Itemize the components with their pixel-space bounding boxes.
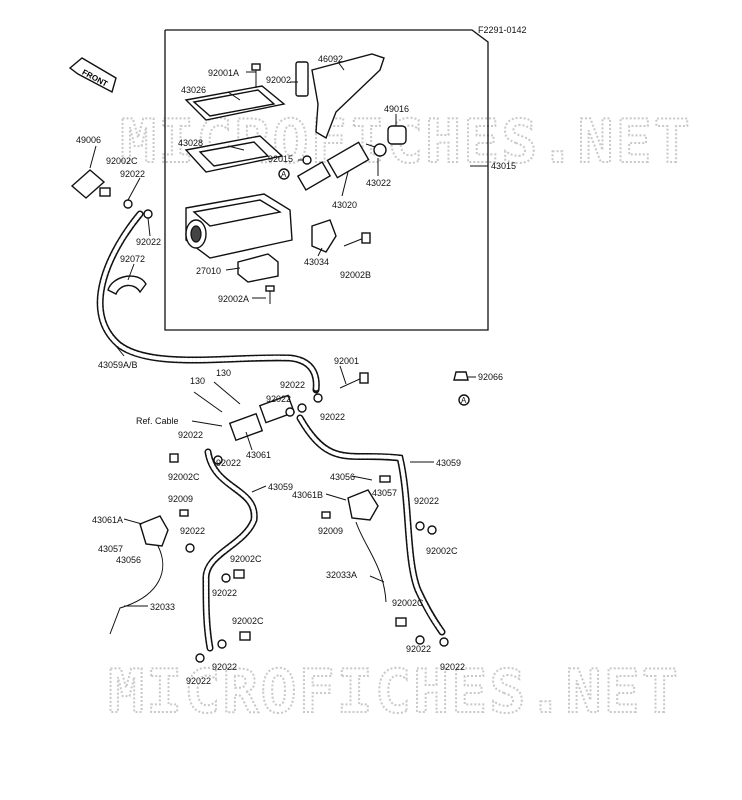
label-92022-mid-1: 92022 [280, 380, 305, 390]
label-43061a: 43061A [92, 515, 123, 525]
label-92022-left-4: 92022 [212, 588, 237, 598]
washer-part [123, 199, 133, 209]
brake-line-32033a-part [355, 521, 387, 603]
label-92022-left-6: 92022 [186, 676, 211, 686]
reservoir-cap-part [184, 85, 286, 121]
bolt-92001-part [339, 372, 369, 389]
label-92009-right: 92009 [318, 526, 343, 536]
label-43034: 43034 [304, 257, 329, 267]
label-49016: 49016 [384, 104, 409, 114]
label-43061: 43061 [246, 450, 271, 460]
label-92015: 92015 [268, 154, 293, 164]
label-92002c-mid: 92002C [168, 472, 200, 482]
left-brake-hose [202, 448, 258, 652]
hose-bracket-43061b-part [347, 489, 379, 521]
main-brake-hose [96, 210, 320, 394]
label-92002b: 92002B [340, 270, 371, 280]
label-ref-cable: Ref. Cable [136, 416, 179, 426]
screw-92001a-part [251, 63, 261, 88]
hose-joint-43061-part [228, 394, 296, 442]
master-cylinder-group-frame [164, 29, 489, 331]
banjo-cover-49006-part [70, 169, 106, 199]
svg-text:A: A [281, 170, 287, 179]
label-92022-left-3: 92022 [180, 526, 205, 536]
label-49006: 49006 [76, 135, 101, 145]
bolt-130-part [193, 381, 241, 413]
label-43059-right: 43059 [436, 458, 461, 468]
bolt-92002b-part [343, 232, 371, 247]
label-130-a: 130 [190, 376, 205, 386]
brake-switch-part [237, 253, 279, 283]
label-92022-mid-2: 92022 [266, 394, 291, 404]
label-92022-left-1: 92022 [120, 169, 145, 179]
brake-line-32033-part [109, 545, 164, 635]
diaphragm-part [184, 135, 284, 173]
label-92072: 92072 [120, 254, 145, 264]
label-32033: 32033 [150, 602, 175, 612]
label-43057-right: 43057 [372, 488, 397, 498]
ref-marker-a-bottom: A [458, 394, 470, 406]
label-92001: 92001 [334, 356, 359, 366]
watermark-bottom: MICROFICHES.NET [108, 657, 680, 727]
part-labels: 92001A 46092 43026 92002 49016 43028 920… [76, 54, 516, 686]
piston-assembly-part [296, 141, 385, 191]
circlip-part [373, 143, 387, 157]
label-92002c-right-1: 92002C [426, 546, 458, 556]
label-43061b: 43061B [292, 490, 323, 500]
label-43056-left: 43056 [116, 555, 141, 565]
label-92002a: 92002A [218, 294, 249, 304]
label-46092: 46092 [318, 54, 343, 64]
label-92022-left-5: 92022 [212, 662, 237, 672]
label-92002c-left: 92002C [106, 156, 138, 166]
label-43026: 43026 [181, 85, 206, 95]
label-92022-right-3: 92022 [440, 662, 465, 672]
label-92022-right-2: 92022 [406, 644, 431, 654]
boot-49016-part [387, 125, 407, 145]
washer-part [143, 209, 153, 219]
hose-bracket-43061a-part [139, 515, 169, 547]
label-43057-left: 43057 [98, 544, 123, 554]
washer-part [285, 393, 323, 417]
label-92001a: 92001A [208, 68, 239, 78]
label-130-b: 130 [216, 368, 231, 378]
label-43020: 43020 [332, 200, 357, 210]
label-43015: 43015 [491, 161, 516, 171]
ref-marker-a-top: A [278, 168, 290, 180]
label-92022-mid-3: 92022 [320, 412, 345, 422]
clamp-43034-part [311, 219, 337, 253]
label-32033a: 32033A [326, 570, 357, 580]
screw-92002a-part [265, 285, 275, 304]
brake-lever-part [311, 53, 385, 140]
label-27010: 27010 [196, 266, 221, 276]
label-43059ab: 43059A/B [98, 360, 138, 370]
label-92002c-right-2: 92002C [392, 598, 424, 608]
label-43056-right: 43056 [330, 472, 355, 482]
figure-code: F2291-0142 [478, 25, 527, 35]
label-43022: 43022 [366, 178, 391, 188]
label-92002c-left-3: 92002C [232, 616, 264, 626]
small-fasteners [169, 453, 449, 663]
label-92022-right-1: 92022 [414, 496, 439, 506]
label-92022-left-2: 92022 [136, 237, 161, 247]
label-92009-left: 92009 [168, 494, 193, 504]
front-arrow-icon: FRONT [68, 57, 117, 94]
hose-clamp-part [107, 275, 147, 295]
label-92002c-left-2: 92002C [230, 554, 262, 564]
label-92002: 92002 [266, 75, 291, 85]
banjo-bolt-92002c-part [99, 187, 111, 197]
svg-text:A: A [461, 396, 467, 405]
label-92066: 92066 [478, 372, 503, 382]
master-cylinder-body-part [185, 193, 293, 259]
label-43059-mid: 43059 [268, 482, 293, 492]
label-92022-mid-4: 92022 [178, 430, 203, 440]
label-92022-mid-5: 92022 [216, 458, 241, 468]
nut-92015-part [302, 155, 312, 165]
pivot-bolt-part [295, 61, 309, 97]
leader-lines [89, 61, 488, 607]
right-brake-hose [296, 414, 446, 636]
cap-92066-part [453, 371, 469, 381]
label-43028: 43028 [178, 138, 203, 148]
